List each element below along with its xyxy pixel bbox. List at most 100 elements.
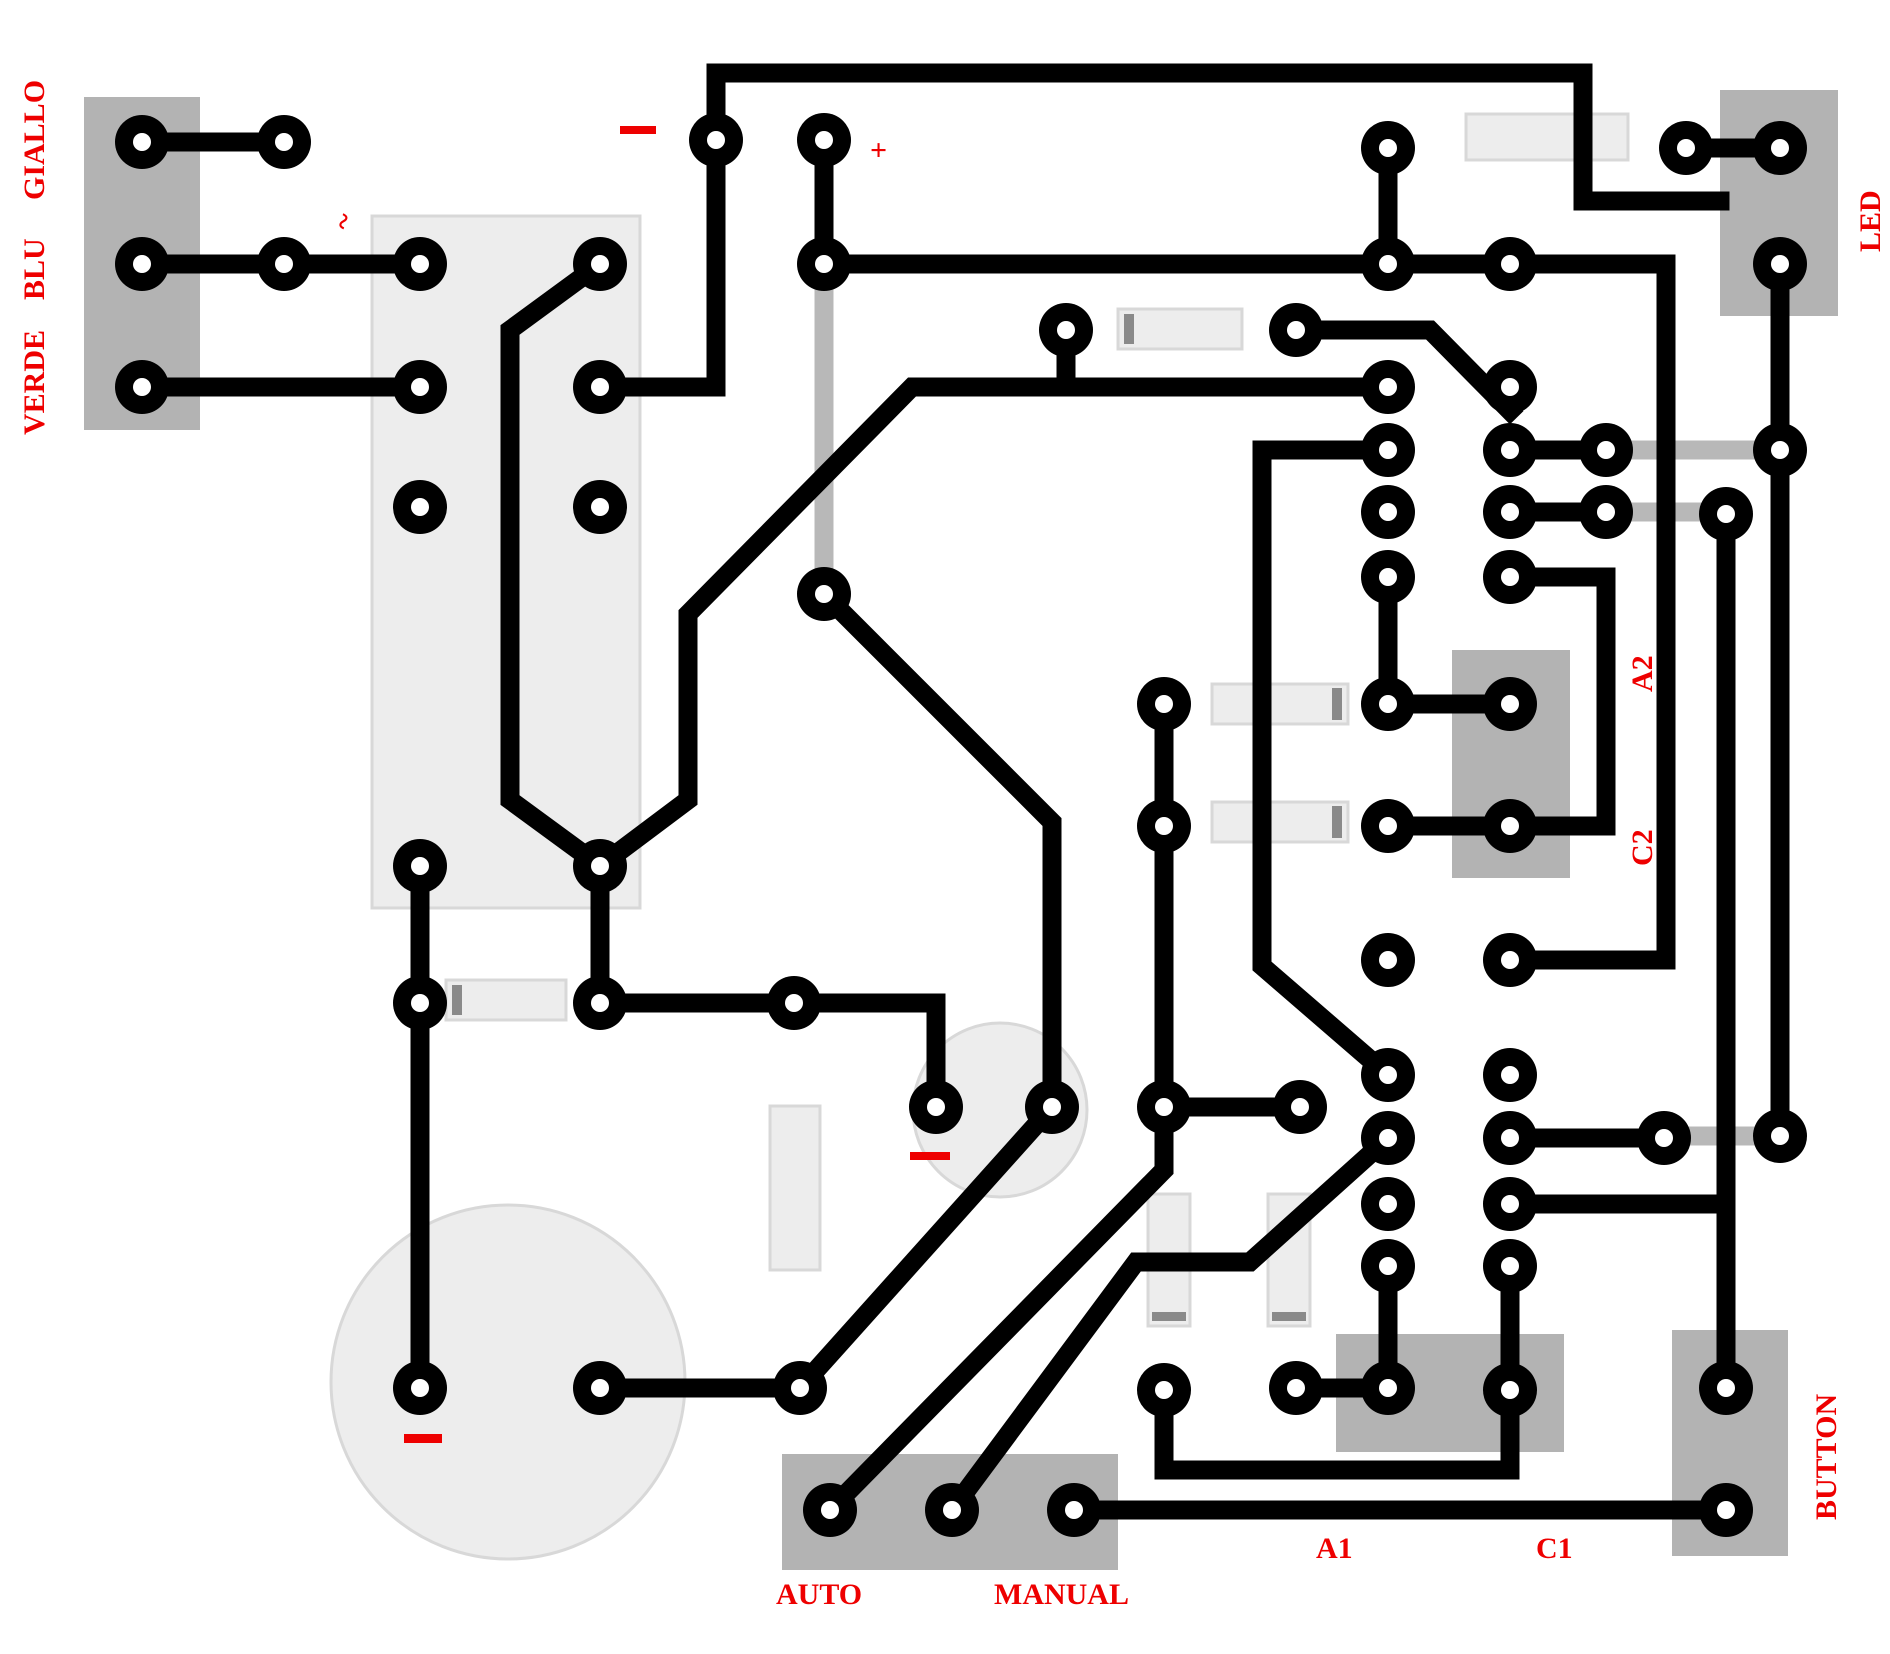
- label-auto: AUTO: [776, 1578, 862, 1611]
- diode-r2-outline: [1210, 682, 1350, 726]
- pad-hole: [591, 498, 609, 516]
- label-manual: MANUAL: [994, 1578, 1129, 1611]
- polarity-bands: [452, 314, 1342, 1321]
- pad-hole: [1597, 503, 1615, 521]
- pad-hole: [1379, 951, 1397, 969]
- pad-hole: [1771, 441, 1789, 459]
- pad-hole: [1379, 1195, 1397, 1213]
- pad-hole: [927, 1098, 945, 1116]
- pad-hole: [1717, 1379, 1735, 1397]
- pad-hole: [1771, 139, 1789, 157]
- pad-hole: [815, 585, 833, 603]
- label-led: LED: [1854, 190, 1887, 252]
- resistor-2-band: [1152, 1312, 1186, 1321]
- pad-hole: [943, 1501, 961, 1519]
- minus-marks: [404, 126, 950, 1443]
- pad-hole: [591, 994, 609, 1012]
- pad-hole: [1379, 441, 1397, 459]
- pad-hole: [1501, 441, 1519, 459]
- pad-hole: [411, 255, 429, 273]
- pad-hole: [591, 1379, 609, 1397]
- diode-top: [1116, 307, 1244, 351]
- trace-bridge-down: [590, 856, 946, 1117]
- pad-hole: [1287, 1379, 1305, 1397]
- pad-hole: [1057, 321, 1075, 339]
- pad-hole: [1291, 1098, 1309, 1116]
- pad-hole: [707, 131, 725, 149]
- diode-top-band: [1124, 314, 1134, 344]
- pad-hole: [1155, 695, 1173, 713]
- pad-hole: [1717, 1501, 1735, 1519]
- trace-bridge-top: [500, 250, 614, 880]
- ac-symbol: ~: [326, 208, 362, 234]
- pad-hole: [1155, 1098, 1173, 1116]
- diode-left-band: [452, 985, 462, 1015]
- pad-hole: [1379, 1379, 1397, 1397]
- trace-ic-left: [1252, 440, 1402, 1089]
- pad-hole: [1771, 255, 1789, 273]
- pad-hole: [1379, 378, 1397, 396]
- pad-hole: [1379, 1129, 1397, 1147]
- pad-hole: [1771, 1127, 1789, 1145]
- pad-hole: [1379, 568, 1397, 586]
- diode-r3-outline: [1210, 800, 1350, 844]
- pad-hole: [1379, 139, 1397, 157]
- pad-hole: [133, 255, 151, 273]
- minus-mark-top: [620, 126, 656, 134]
- pad-hole: [1379, 695, 1397, 713]
- pad-hole: [1717, 505, 1735, 523]
- pad-hole: [1379, 817, 1397, 835]
- label-button: BUTTON: [1810, 1394, 1843, 1520]
- pad-hole: [411, 498, 429, 516]
- pad-hole: [1155, 1381, 1173, 1399]
- minus-mark-large-cap: [404, 1434, 442, 1443]
- pad-hole: [1501, 568, 1519, 586]
- pad-hole: [1501, 378, 1519, 396]
- pad-hole: [785, 994, 803, 1012]
- diode-r2-band: [1332, 688, 1342, 720]
- label-giallo: GIALLO: [18, 80, 51, 200]
- diode-r3-band: [1332, 806, 1342, 838]
- pad-hole: [1287, 321, 1305, 339]
- pad-hole: [1501, 1195, 1519, 1213]
- pad-hole: [275, 133, 293, 151]
- pad-hole: [275, 255, 293, 273]
- pad-hole: [1155, 817, 1173, 835]
- pad-hole: [591, 255, 609, 273]
- label-c1: C1: [1536, 1532, 1573, 1565]
- pad-hole: [591, 378, 609, 396]
- pad-hole: [821, 1501, 839, 1519]
- pad-hole: [411, 994, 429, 1012]
- pad-hole: [815, 255, 833, 273]
- diode-left-outline: [444, 978, 568, 1022]
- solder-pads: [115, 113, 1807, 1537]
- pad-hole: [1655, 1129, 1673, 1147]
- resistor-vertical-1: [768, 1104, 822, 1272]
- label-a2: A2: [1626, 655, 1659, 692]
- pad-hole: [1501, 1381, 1519, 1399]
- pad-hole: [1379, 503, 1397, 521]
- pad-hole: [411, 857, 429, 875]
- label-blu: BLU: [18, 238, 51, 300]
- pad-hole: [815, 131, 833, 149]
- trace-minus-loop: [590, 63, 1730, 397]
- pad-hole: [1065, 1501, 1083, 1519]
- trace-plus-rail: [814, 254, 1676, 970]
- label-verde: VERDE: [18, 330, 51, 435]
- pad-hole: [791, 1379, 809, 1397]
- label-c2: C2: [1626, 829, 1659, 866]
- pad-hole: [1501, 817, 1519, 835]
- resistor-3-band: [1272, 1312, 1306, 1321]
- minus-mark-small-cap: [910, 1152, 950, 1160]
- pad-hole: [1043, 1098, 1061, 1116]
- pad-hole: [1379, 1257, 1397, 1275]
- pad-hole: [1501, 503, 1519, 521]
- trace-vert-mid: [1154, 694, 1310, 1117]
- label-a1: A1: [1316, 1532, 1353, 1565]
- pad-hole: [591, 857, 609, 875]
- pad-hole: [1597, 441, 1615, 459]
- pad-hole: [1379, 1066, 1397, 1084]
- resistor-top-right: [1464, 112, 1630, 162]
- pad-hole: [133, 378, 151, 396]
